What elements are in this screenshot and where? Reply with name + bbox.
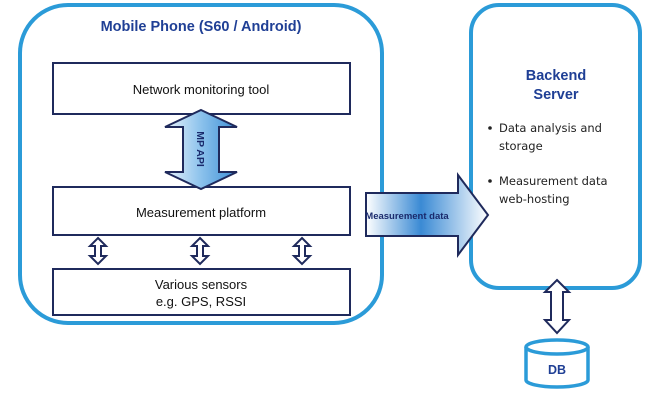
- bullet-2-line1: Measurement data: [499, 174, 608, 188]
- mp-api-arrow: MP API: [164, 108, 238, 191]
- measurement-platform-box[interactable]: Measurement platform: [52, 186, 351, 236]
- sensors-rect: [52, 268, 351, 316]
- mp-api-double-arrow-icon: [164, 108, 238, 191]
- database-label: DB: [548, 363, 566, 377]
- backend-title-line1: Backend: [526, 68, 586, 84]
- backend-bullet-1: Data analysis and storage: [488, 121, 602, 153]
- database-body: [524, 347, 590, 389]
- mobile-phone-title: Mobile Phone (S60 / Android): [101, 19, 302, 35]
- network-tool-rect: [52, 62, 351, 115]
- db-link-arrow: [542, 278, 572, 335]
- bullet-1-line2: storage: [499, 139, 543, 153]
- backend-server-border: [469, 3, 642, 290]
- measurement-platform-label: Measurement platform: [136, 205, 266, 220]
- mp-api-label: MP API: [194, 131, 206, 167]
- sensors-box[interactable]: Various sensors e.g. GPS, RSSI: [52, 268, 351, 316]
- network-monitoring-tool-box[interactable]: Network monitoring tool: [52, 62, 351, 115]
- bullet-1-line1: Data analysis and: [499, 121, 602, 135]
- database[interactable]: DB: [524, 338, 590, 389]
- bullet-icon: [488, 126, 492, 130]
- bullet-2-line2: web-hosting: [499, 192, 570, 206]
- measurement-data-arrow: Measurement data: [365, 172, 490, 258]
- double-arrow-icon-right: [291, 236, 313, 266]
- backend-server-container: Backend Server Data analysis and storage…: [469, 3, 642, 290]
- database-top: [524, 338, 590, 356]
- backend-title-line2: Server: [533, 87, 579, 103]
- right-arrow-icon: [365, 172, 490, 258]
- bullet-icon: [488, 179, 492, 183]
- double-arrow-icon-left: [87, 236, 109, 266]
- measurement-data-label: Measurement data: [365, 211, 449, 222]
- sensor-link-arrows: [87, 236, 313, 266]
- double-arrow-icon-db: [542, 278, 572, 335]
- backend-bullet-2: Measurement data web-hosting: [488, 174, 608, 206]
- network-tool-label: Network monitoring tool: [133, 82, 270, 97]
- sensors-label-line1: Various sensors: [155, 277, 248, 292]
- sensors-label-line2: e.g. GPS, RSSI: [156, 294, 246, 309]
- double-arrow-icon-center: [189, 236, 211, 266]
